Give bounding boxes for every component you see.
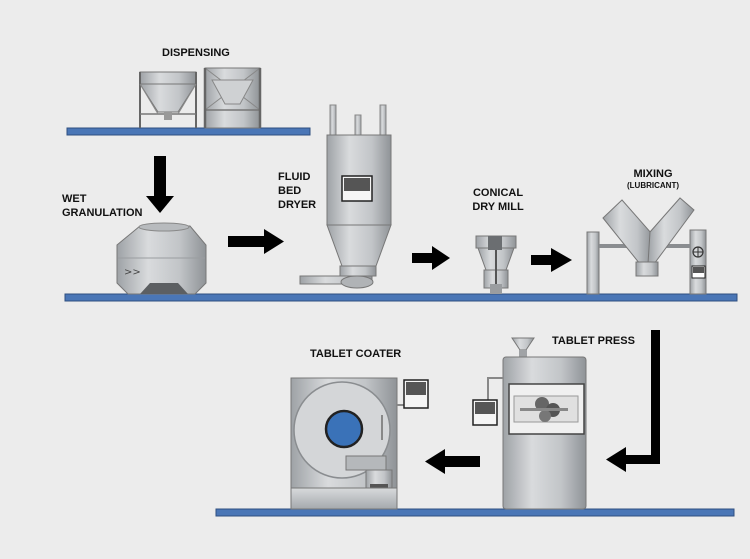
conveyor-bottom	[215, 508, 735, 517]
label-tablet-coater: TABLET COATER	[310, 348, 402, 360]
label-fluid-bed-dryer-line3: DRYER	[278, 199, 317, 211]
label-fluid-bed-dryer-line1: FLUID	[278, 171, 311, 183]
label-tablet-press: TABLET PRESS	[552, 335, 635, 347]
arrow-mill-to-mixing	[531, 248, 572, 272]
dispensing-hopper-1	[139, 71, 197, 128]
wet-granulator: >>	[116, 222, 207, 295]
arrow-granulation-to-dryer	[228, 229, 284, 254]
label-conical-dry-mill-line2: DRY MILL	[472, 201, 524, 213]
label-fluid-bed-dryer-line2: BED	[278, 185, 302, 197]
conveyor-middle	[64, 293, 738, 302]
arrow-press-to-coater	[425, 449, 480, 474]
label-conical-dry-mill: CONICAL DRY MILL	[468, 186, 528, 214]
label-mixing-subtitle: (LUBRICANT)	[627, 181, 679, 190]
conical-dry-mill	[475, 235, 517, 294]
arrow-dispensing-to-granulation	[146, 156, 174, 213]
label-wet-granulation: WET GRANULATION	[62, 192, 142, 220]
label-conical-dry-mill-line1: CONICAL	[472, 187, 524, 199]
label-wet-granulation-line2: GRANULATION	[62, 207, 143, 219]
label-dispensing: DISPENSING	[162, 47, 230, 59]
arrow-dryer-to-mill	[412, 246, 450, 270]
label-mixing: MIXING (LUBRICANT)	[618, 167, 688, 191]
fluid-bed-dryer	[299, 104, 392, 289]
label-fluid-bed-dryer: FLUID BED DRYER	[278, 170, 316, 212]
svg-text:>>: >>	[124, 267, 141, 278]
tablet-coater	[290, 377, 429, 510]
v-blender	[586, 197, 707, 295]
label-mixing-line1: MIXING	[633, 168, 673, 180]
arrow-mixing-to-press	[606, 330, 660, 472]
dispensing-hopper-2	[203, 67, 262, 129]
label-wet-granulation-line1: WET	[62, 193, 87, 205]
conveyor-top	[66, 127, 311, 136]
tablet-press	[472, 337, 587, 510]
